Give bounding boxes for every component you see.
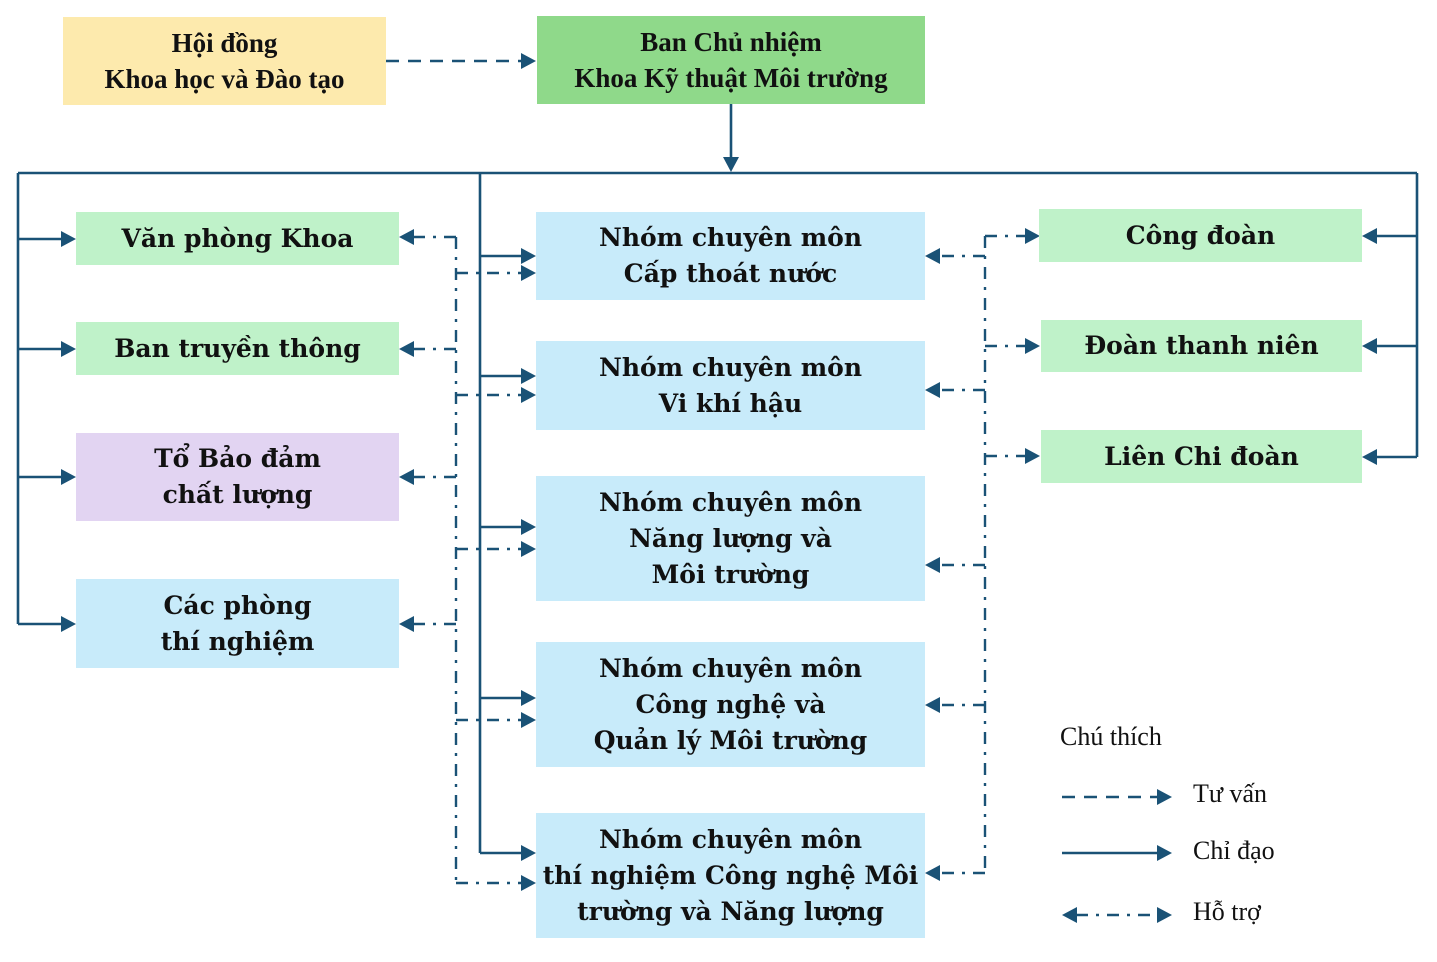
arrowhead-icon [925,697,940,713]
arrowhead-icon [61,231,76,247]
arrowhead-icon [521,541,536,557]
arrowhead-icon [399,469,414,485]
arrowhead-icon [521,875,536,891]
legend-support-arrow-left-icon [1062,907,1077,923]
node-microclimate: Nhóm chuyên môn Vi khí hậu [536,341,925,430]
node-board: Ban Chủ nhiệm Khoa Kỹ thuật Môi trường [537,16,925,104]
arrowhead-icon [399,229,414,245]
arrowhead-icon [521,368,536,384]
arrowhead-icon [1025,448,1040,464]
arrowhead-icon [925,248,940,264]
arrowhead-icon [521,387,536,403]
legend-directing-arrow-icon [1157,845,1172,861]
arrowhead-icon [521,712,536,728]
node-env-technology-management: Nhóm chuyên môn Công nghệ và Quản lý Môi… [536,642,925,767]
node-youth-union: Đoàn thanh niên [1041,320,1362,372]
node-water-supply-drainage: Nhóm chuyên môn Cấp thoát nước [536,212,925,300]
node-council: Hội đồng Khoa học và Đào tạo [63,17,386,105]
arrowhead-icon [521,519,536,535]
arrowhead-icon [723,157,739,172]
arrowhead-icon [1362,228,1377,244]
node-communications: Ban truyền thông [76,322,399,375]
node-quality-assurance: Tổ Bảo đảm chất lượng [76,433,399,521]
legend-advisory-arrow-icon [1157,789,1172,805]
arrowhead-icon [1362,338,1377,354]
node-branch-union: Liên Chi đoàn [1041,430,1362,483]
arrowhead-icon [1025,228,1040,244]
arrowhead-icon [1025,338,1040,354]
legend-label-support: Hỗ trợ [1193,897,1261,926]
node-energy-environment: Nhóm chuyên môn Năng lượng và Môi trường [536,476,925,601]
arrowhead-icon [521,53,536,69]
arrowhead-icon [521,248,536,264]
arrowhead-icon [61,469,76,485]
node-trade-union: Công đoàn [1039,209,1362,262]
legend-support-arrow-right-icon [1157,907,1172,923]
arrowhead-icon [521,690,536,706]
arrowhead-icon [925,557,940,573]
arrowhead-icon [61,341,76,357]
node-faculty-office: Văn phòng Khoa [76,212,399,265]
legend-title: Chú thích [1060,722,1162,751]
arrowhead-icon [521,265,536,281]
arrowhead-icon [521,845,536,861]
legend-label-advisory: Tư vấn [1193,779,1268,808]
arrowhead-icon [399,341,414,357]
arrowhead-icon [925,382,940,398]
arrowhead-icon [61,616,76,632]
arrowhead-icon [1362,449,1377,465]
arrowhead-icon [925,865,940,881]
arrowhead-icon [399,616,414,632]
node-laboratories: Các phòng thí nghiệm [76,579,399,668]
legend-label-directing: Chỉ đạo [1193,836,1275,865]
node-env-energy-lab: Nhóm chuyên môn thí nghiệm Công nghệ Môi… [536,813,925,938]
